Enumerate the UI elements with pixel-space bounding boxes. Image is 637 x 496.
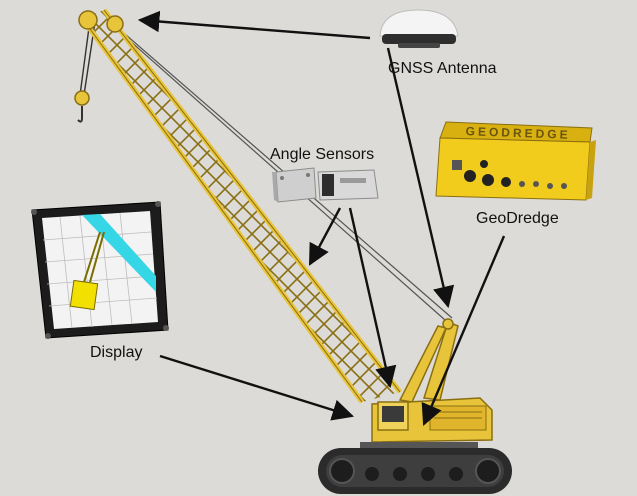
display-monitor-icon bbox=[31, 201, 169, 339]
arrow-angle-to-cab bbox=[348, 207, 397, 389]
arrow-angle-to-boom bbox=[308, 207, 342, 266]
arrow-gnss-to-mast bbox=[386, 47, 455, 309]
gnss-antenna-label: GNSS Antenna bbox=[388, 60, 497, 77]
angle-sensor-icon bbox=[272, 167, 379, 203]
gnss-antenna-icon bbox=[379, 9, 459, 48]
geodredge-box-icon bbox=[435, 121, 596, 201]
geodredge-label: GeoDredge bbox=[476, 210, 559, 227]
angle-sensors-label: Angle Sensors bbox=[270, 146, 375, 163]
display-label: Display bbox=[90, 344, 143, 361]
arrow-gnss-to-boom-tip bbox=[137, 10, 371, 40]
arrow-display-to-cab bbox=[159, 354, 355, 421]
callout-arrows bbox=[137, 10, 506, 426]
arrow-geodredge-to-cab bbox=[421, 235, 506, 426]
geodredge-box-brand: GEODREDGE bbox=[465, 124, 570, 142]
